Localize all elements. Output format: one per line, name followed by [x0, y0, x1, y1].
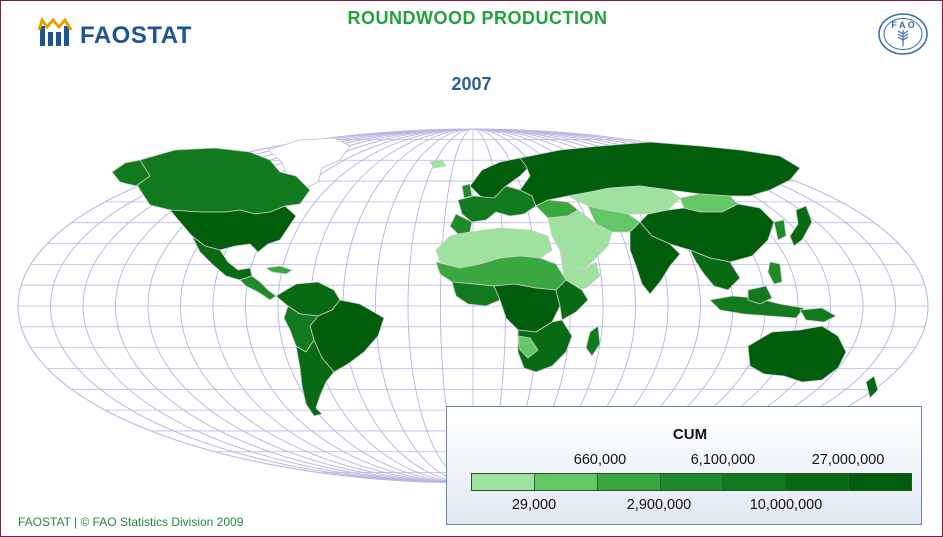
japan — [789, 205, 813, 247]
madagascar — [585, 325, 601, 357]
korea — [773, 219, 787, 241]
fao-emblem-icon: F A O — [878, 13, 928, 55]
legend: CUM 660,000 6,100,000 27,000,000 29,000 … — [446, 406, 922, 525]
central-america — [239, 275, 277, 301]
legend-label-top-2: 6,100,000 — [690, 452, 756, 468]
australia — [747, 325, 847, 383]
legend-title: CUM — [672, 426, 708, 443]
southeast-asia — [689, 249, 741, 291]
continents — [111, 137, 879, 417]
western-europe — [457, 185, 537, 223]
svg-text:F A O: F A O — [891, 20, 914, 30]
borneo — [747, 285, 773, 305]
new-zealand — [865, 375, 879, 399]
southern-africa — [517, 319, 573, 373]
legend-swatch-1 — [472, 474, 535, 490]
philippines — [767, 261, 783, 285]
faostat-logo: FAOSTAT — [38, 12, 192, 48]
iceland — [429, 159, 447, 169]
alaska — [111, 159, 151, 187]
legend-swatch-2 — [534, 474, 598, 490]
indonesia — [709, 295, 805, 319]
argentina-chile — [295, 339, 335, 417]
legend-label-bottom-3: 10,000,000 — [749, 497, 823, 513]
caribbean — [265, 265, 293, 275]
map-title: ROUNDWOOD PRODUCTION — [347, 8, 608, 28]
mexico — [191, 235, 253, 281]
legend-swatch-6 — [786, 474, 850, 490]
uk — [461, 183, 473, 199]
footer-credit: FAOSTAT | © FAO Statistics Division 2009 — [18, 515, 244, 529]
new-guinea — [799, 307, 837, 323]
legend-label-bottom-2: 2,900,000 — [626, 497, 692, 513]
legend-color-bar — [471, 473, 912, 491]
legend-label-bottom-1: 29,000 — [511, 497, 557, 513]
legend-label-top-3: 27,000,000 — [811, 452, 885, 468]
middle-east — [547, 209, 613, 271]
map-year: 2007 — [451, 74, 492, 94]
legend-label-top-1: 660,000 — [573, 452, 627, 468]
east-africa — [555, 279, 589, 321]
india — [629, 221, 681, 295]
legend-swatch-7 — [849, 474, 912, 490]
legend-swatch-4 — [660, 474, 724, 490]
namibia-botswana — [517, 335, 539, 359]
legend-swatch-3 — [597, 474, 661, 490]
legend-swatch-5 — [723, 474, 787, 490]
logo-text: FAOSTAT — [80, 22, 192, 49]
united-states — [169, 205, 297, 253]
faostat-logo-icon — [38, 18, 73, 46]
west-africa — [451, 281, 501, 307]
